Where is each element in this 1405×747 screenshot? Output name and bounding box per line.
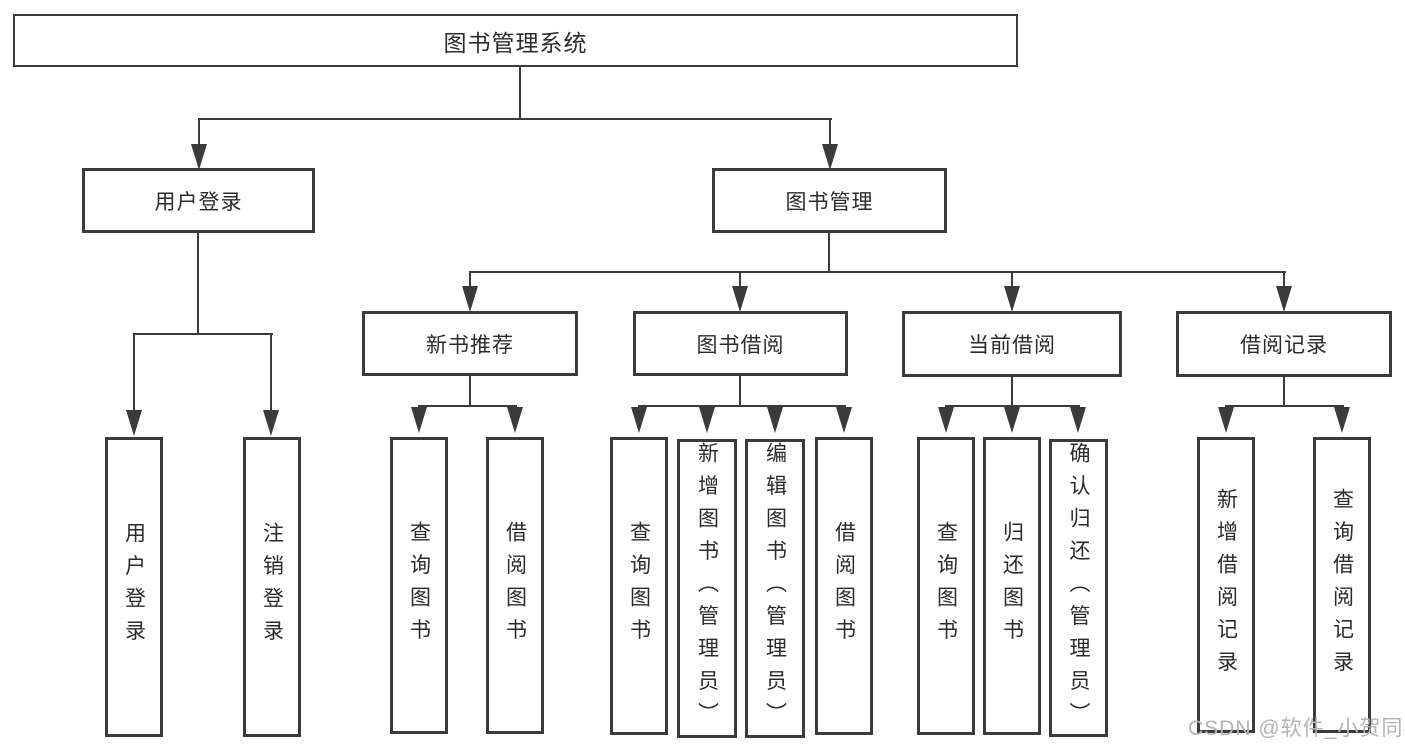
leaf-query-book-3: 查询图书 xyxy=(917,437,975,735)
connector-line xyxy=(469,271,471,289)
csdn-watermark: CSDN @软件_小贺同学 xyxy=(1188,717,1405,740)
leaf-query-book-2: 查询图书 xyxy=(610,437,668,735)
leaf-edit-book-admin: 编辑图书（管理员） xyxy=(745,439,805,738)
connector-line xyxy=(519,66,521,119)
connector-line xyxy=(1011,271,1013,289)
arrow-down-icon xyxy=(191,144,207,170)
node-book-borrow: 图书借阅 xyxy=(633,311,848,376)
connector-line xyxy=(197,233,199,334)
arrow-down-icon xyxy=(836,407,852,433)
arrow-down-icon xyxy=(631,407,647,433)
leaf-label: 查询图书 xyxy=(934,521,958,651)
leaf-label: 查询借阅记录 xyxy=(1330,487,1354,683)
leaf-borrow-book-2: 借阅图书 xyxy=(815,437,873,735)
leaf-user-login: 用户登录 xyxy=(105,437,163,737)
arrow-down-icon xyxy=(938,407,954,433)
node-library-system: 图书管理系统 xyxy=(13,14,1018,67)
leaf-add-book-admin: 新增图书（管理员） xyxy=(677,439,737,738)
connector-line xyxy=(133,333,273,335)
arrow-down-icon xyxy=(767,407,783,433)
leaf-label: 新增图书（管理员） xyxy=(695,442,719,735)
arrow-down-icon xyxy=(507,407,523,433)
arrow-down-icon xyxy=(1004,407,1020,433)
leaf-logout: 注销登录 xyxy=(243,437,301,737)
leaf-label: 归还图书 xyxy=(1000,521,1024,651)
leaf-add-borrow-record: 新增借阅记录 xyxy=(1197,437,1255,733)
arrow-down-icon xyxy=(126,410,142,436)
connector-line xyxy=(829,118,831,148)
connector-line xyxy=(198,118,200,148)
leaf-label: 用户登录 xyxy=(122,522,146,652)
leaf-query-book-1: 查询图书 xyxy=(390,437,448,734)
leaf-query-borrow-record: 查询借阅记录 xyxy=(1313,437,1371,733)
connector-line xyxy=(638,405,846,407)
leaf-borrow-book-1: 借阅图书 xyxy=(486,437,544,734)
connector-line xyxy=(1225,405,1344,407)
leaf-label: 借阅图书 xyxy=(503,520,527,651)
node-new-book-recommend: 新书推荐 xyxy=(362,311,578,376)
arrow-down-icon xyxy=(699,407,715,433)
leaf-label: 新增借阅记录 xyxy=(1214,487,1238,683)
arrow-down-icon xyxy=(1004,286,1020,312)
node-book-management: 图书管理 xyxy=(712,168,947,233)
connector-line xyxy=(418,405,517,407)
arrow-down-icon xyxy=(732,286,748,312)
connector-line xyxy=(1011,377,1013,407)
arrow-down-icon xyxy=(462,286,478,312)
connector-line xyxy=(133,333,135,412)
connector-line xyxy=(469,376,471,407)
leaf-label: 查询图书 xyxy=(627,521,651,651)
connector-line xyxy=(945,405,1080,407)
node-current-borrow: 当前借阅 xyxy=(902,311,1122,377)
leaf-label: 注销登录 xyxy=(260,522,284,652)
arrow-down-icon xyxy=(1276,286,1292,312)
leaf-label: 查询图书 xyxy=(407,520,431,651)
connector-line xyxy=(739,271,741,289)
leaf-confirm-return-admin: 确认归还（管理员） xyxy=(1049,439,1108,737)
arrow-down-icon xyxy=(411,407,427,433)
leaf-label: 借阅图书 xyxy=(832,521,856,651)
leaf-label: 编辑图书（管理员） xyxy=(763,442,787,735)
connector-line xyxy=(198,118,832,120)
arrow-down-icon xyxy=(1218,407,1234,433)
arrow-down-icon xyxy=(822,144,838,170)
connector-line xyxy=(1283,271,1285,289)
leaf-label: 确认归还（管理员） xyxy=(1067,442,1090,735)
arrow-down-icon xyxy=(263,410,279,436)
connector-line xyxy=(270,333,272,412)
node-user-login: 用户登录 xyxy=(82,168,315,233)
connector-line xyxy=(739,376,741,407)
leaf-return-book: 归还图书 xyxy=(983,437,1041,735)
arrow-down-icon xyxy=(1334,407,1350,433)
connector-line xyxy=(828,233,830,273)
connector-line xyxy=(469,271,1286,273)
arrow-down-icon xyxy=(1070,407,1086,433)
node-borrow-record: 借阅记录 xyxy=(1176,311,1392,377)
connector-line xyxy=(1283,377,1285,407)
